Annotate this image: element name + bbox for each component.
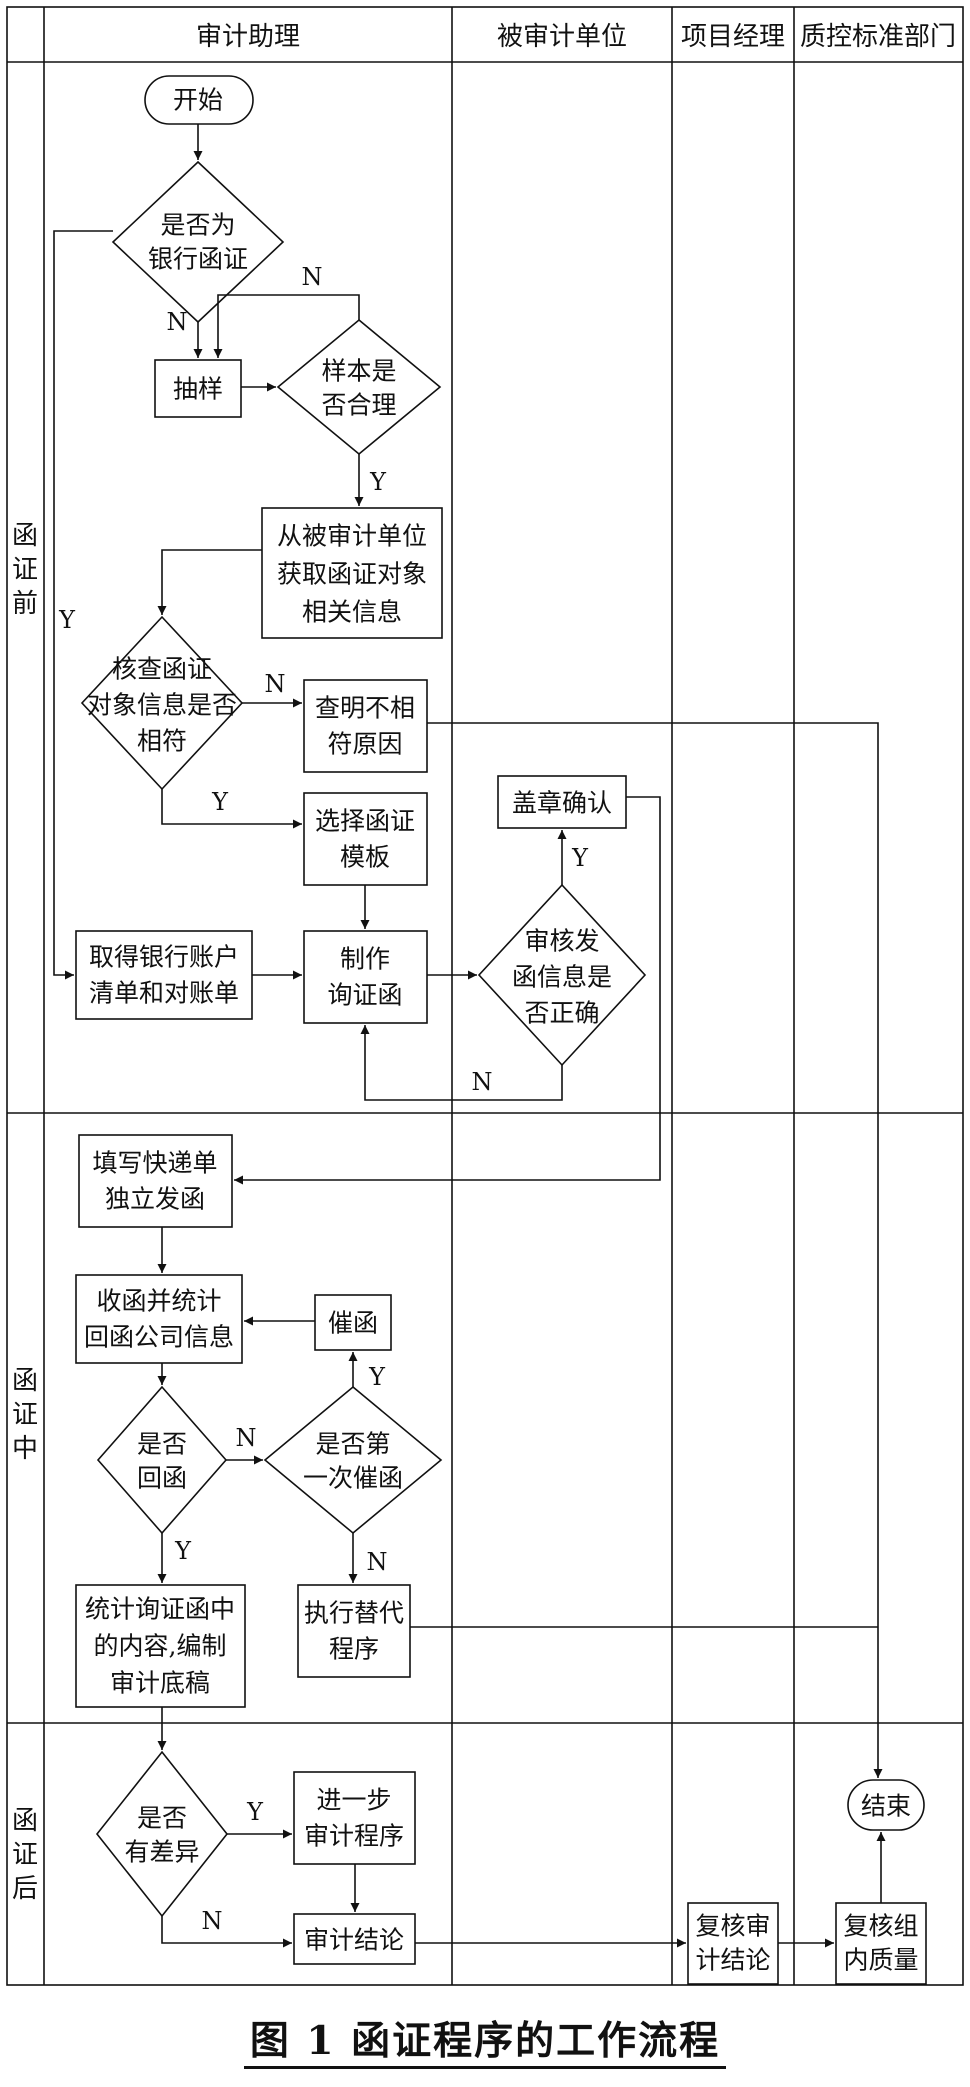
edge-labels: N Y N Y N Y Y N Y N Y N Y N (58, 263, 589, 1935)
review-quality-label: 复核组内质量 (843, 1912, 918, 1975)
swimlane-grid (6, 6, 964, 1986)
select-template-box (303, 792, 428, 886)
stat-content-label: 统计询证函中的内容,编制审计底稿 (85, 1595, 235, 1698)
select-template-label: 选择函证模板 (315, 807, 415, 872)
edge-bank-yes-to-bank-list (53, 230, 113, 980)
node-labels: 开始 是否为银行函证 抽样 样本是否合理 从被审计单位获取函证对象相关信息 核查… (84, 86, 919, 1975)
edge-label-check-no: N (265, 670, 286, 698)
reminder-label: 催函 (328, 1309, 378, 1338)
find-reason-box (303, 679, 428, 773)
edge-check-yes-to-select-template (161, 789, 302, 829)
stamp-confirm-box (497, 775, 627, 829)
edge-label-diff-no: N (202, 1907, 223, 1935)
stat-content-box (75, 1584, 246, 1708)
replied-label: 是否回函 (137, 1430, 187, 1493)
bank-confirmation-decision (111, 160, 285, 324)
audit-conclusion-label: 审计结论 (304, 1926, 404, 1955)
bank-list-label: 取得银行账户清单和对账单 (89, 943, 239, 1008)
end-label: 结束 (861, 1792, 911, 1821)
lane-header-qc-department: 质控标准部门 (800, 22, 956, 52)
alt-procedure-label: 执行替代程序 (304, 1599, 404, 1664)
start-label: 开始 (173, 86, 223, 115)
edge-label-first-reminder-yes: Y (368, 1363, 386, 1391)
has-difference-decision (95, 1750, 229, 1918)
bank-list-box (75, 930, 253, 1020)
edge-label-replied-yes: Y (174, 1537, 192, 1565)
phase-label-during: 函证中 (12, 1366, 38, 1464)
edge-label-first-reminder-no: N (367, 1548, 388, 1576)
review-quality-box (835, 1902, 927, 1985)
sample-reasonable-decision (276, 318, 442, 456)
lane-header-project-manager: 项目经理 (681, 22, 785, 52)
phase-labels: 函证前 函证中 函证后 (12, 521, 38, 1904)
collect-letters-label: 收函并统计回函公司信息 (84, 1287, 234, 1352)
figure-caption-text: 图 1 函证程序的工作流程 (243, 2018, 727, 2069)
further-procedure-box (293, 1771, 416, 1865)
first-reminder-label: 是否第一次催函 (303, 1430, 403, 1493)
further-procedure-label: 进一步审计程序 (304, 1786, 404, 1851)
stamp-confirm-label: 盖章确认 (512, 789, 612, 818)
edge-label-replied-no: N (236, 1424, 257, 1452)
edge-label-sample-yes: Y (369, 468, 387, 496)
sampling-box (154, 359, 242, 418)
phase-label-before: 函证前 (12, 521, 38, 619)
connectors (53, 124, 886, 1948)
edge-review-no-to-make-letter (360, 1025, 563, 1101)
lane-header-audited-unit: 被审计单位 (497, 22, 627, 52)
edge-label-bank-no: N (167, 308, 188, 336)
collect-letters-box (75, 1274, 243, 1364)
lane-headers: 审计助理 被审计单位 项目经理 质控标准部门 (196, 22, 956, 52)
replied-decision (96, 1385, 228, 1535)
edge-label-check-yes: Y (211, 788, 229, 816)
edge-sample-no-loop (213, 294, 360, 358)
make-letter-box (303, 930, 428, 1024)
edge-diff-no-to-conclusion (161, 1916, 292, 1948)
fill-express-label: 填写快递单独立发函 (92, 1149, 217, 1214)
end-terminal (847, 1779, 925, 1831)
sampling-label: 抽样 (173, 375, 223, 404)
find-reason-label: 查明不相符原因 (315, 694, 415, 759)
flowchart: 审计助理 被审计单位 项目经理 质控标准部门 函证前 函证中 函证后 (6, 6, 964, 1986)
obtain-info-box (261, 507, 443, 639)
edge-label-review-yes: Y (571, 844, 589, 872)
alt-procedure-box (297, 1584, 411, 1678)
obtain-info-label: 从被审计单位获取函证对象相关信息 (277, 522, 427, 627)
bank-decision-label: 是否为银行函证 (148, 211, 248, 274)
edge-label-sample-no: N (302, 263, 323, 291)
sample-decision-label: 样本是否合理 (321, 357, 396, 420)
fill-express-box (78, 1134, 233, 1228)
edge-find-reason-to-end (427, 722, 883, 1778)
edge-obtain-info-to-check-match (157, 549, 262, 615)
edge-label-review-no: N (472, 1068, 493, 1096)
reminder-box (314, 1294, 392, 1351)
edge-label-bank-yes: Y (58, 606, 76, 634)
edge-stamp-to-fill-express (234, 796, 661, 1185)
check-match-label: 核查函证对象信息是否相符 (87, 655, 237, 756)
start-terminal (144, 75, 254, 125)
lane-header-audit-assistant: 审计助理 (196, 22, 300, 52)
first-reminder-decision (263, 1385, 443, 1535)
has-difference-label: 是否有差异 (124, 1804, 199, 1867)
audit-conclusion-box (293, 1913, 416, 1965)
make-letter-label: 制作询证函 (327, 945, 402, 1010)
edge-label-diff-yes: Y (246, 1798, 264, 1826)
review-info-label: 审核发函信息是否正确 (512, 927, 612, 1028)
review-conclusion-box (687, 1902, 779, 1985)
phase-label-after: 函证后 (12, 1806, 38, 1904)
node-shapes (75, 75, 927, 1985)
figure-caption: 图 1 函证程序的工作流程 (0, 2010, 970, 2069)
review-conclusion-label: 复核审计结论 (695, 1912, 770, 1975)
